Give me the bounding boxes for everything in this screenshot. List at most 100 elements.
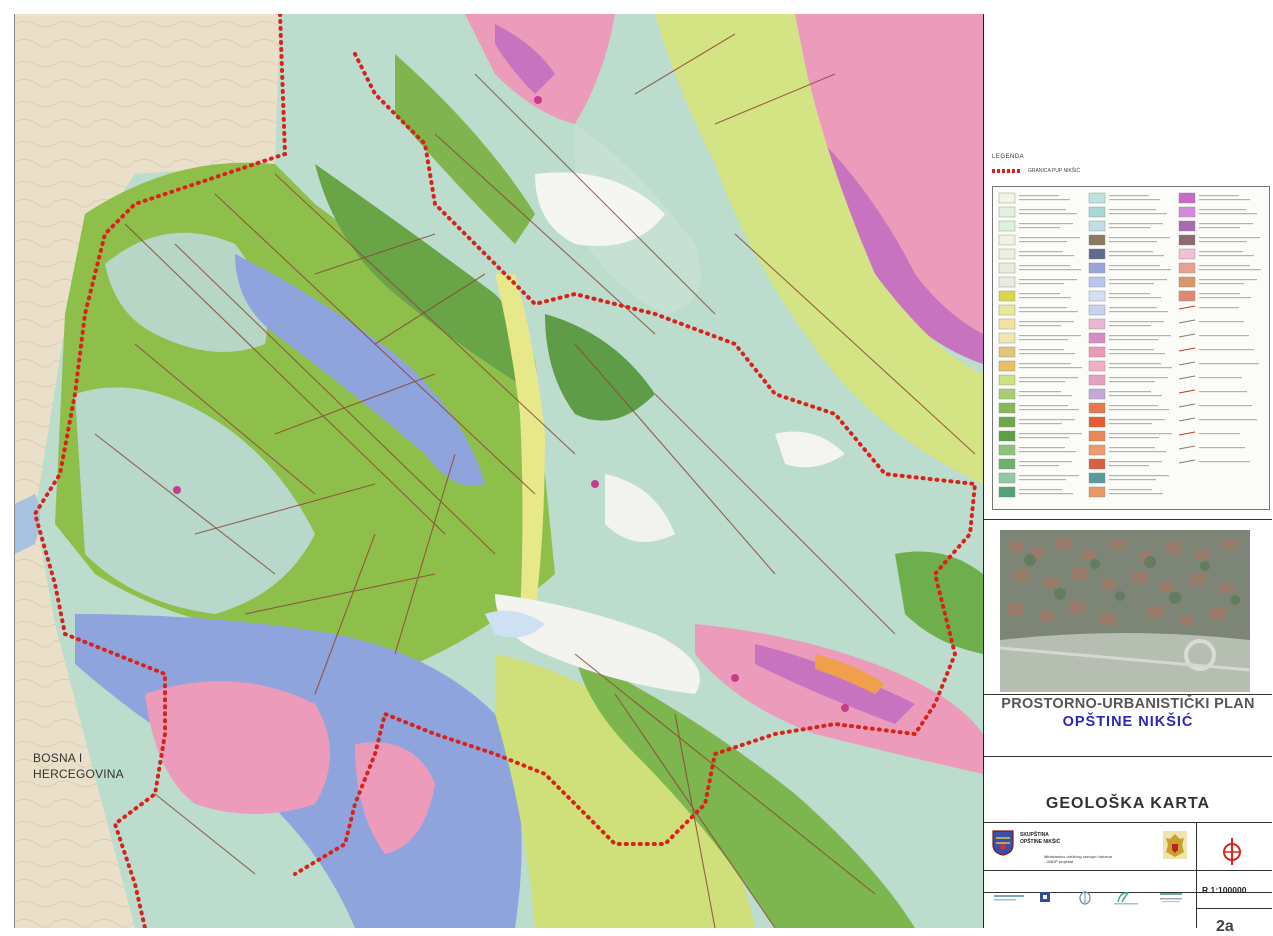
- legend-text-line: [1109, 367, 1172, 369]
- legend-text-line: [1109, 279, 1167, 281]
- legend-swatch: [998, 402, 1016, 414]
- legend-swatch: [1178, 206, 1196, 218]
- legend-swatch: [998, 332, 1016, 344]
- legend-text-line: [1019, 307, 1067, 309]
- legend-text-line: [1019, 353, 1075, 355]
- locality-marker: [591, 480, 599, 488]
- legend-text-line: [1199, 321, 1244, 323]
- legend-swatch: [1088, 290, 1106, 302]
- legend-text-line: [1019, 461, 1072, 463]
- zone-pale-inner-west: [75, 387, 315, 614]
- legend-text-line: [1109, 227, 1150, 229]
- legend-text-line: [1109, 363, 1161, 365]
- legend-swatch: [998, 388, 1016, 400]
- boundary-swatch: [992, 168, 1022, 173]
- legend-text-line: [1109, 311, 1168, 313]
- client-desc-line1: Ministarstvo održivog razvoja i turizma: [1044, 854, 1112, 859]
- partner-logo-icon: [994, 895, 1024, 901]
- legend-text-line: [1109, 223, 1163, 225]
- zone-magenta-northeast: [815, 134, 983, 364]
- legend-swatch: [998, 374, 1016, 386]
- zone-dark-green-2: [395, 54, 535, 244]
- town-photo: [1000, 530, 1250, 692]
- panel-divider: [1196, 908, 1272, 909]
- locality-marker: [534, 96, 542, 104]
- legend-swatch: [998, 290, 1016, 302]
- legend-text-line: [1109, 283, 1154, 285]
- legend-text-line: [1199, 391, 1247, 393]
- zone-alluvium-1: [495, 594, 700, 694]
- zone-yellow-green-northeast: [655, 14, 983, 484]
- legend-text-line: [1109, 423, 1152, 425]
- zone-alluvium-4: [775, 431, 845, 468]
- legend-text-line: [1019, 269, 1081, 271]
- legend-swatch: [998, 304, 1016, 316]
- legend-text-line: [1019, 311, 1078, 313]
- legend-text-line: [1019, 349, 1064, 351]
- legend-swatch: [998, 430, 1016, 442]
- legend-text-line: [1019, 255, 1074, 257]
- legend-swatch: [1088, 472, 1106, 484]
- legend-text-line: [1019, 363, 1071, 365]
- legend-text-line: [1109, 493, 1163, 495]
- legend-swatch: [1088, 402, 1106, 414]
- legend-swatch: [1088, 318, 1106, 330]
- legend-text-line: [1019, 339, 1068, 341]
- legend-swatch: [1088, 388, 1106, 400]
- legend-text-line: [1019, 451, 1076, 453]
- legend-text-line: [1199, 433, 1240, 435]
- legend-text-line: [1199, 283, 1244, 285]
- legend-text-line: [1019, 199, 1070, 201]
- legend-text-line: [1199, 297, 1251, 299]
- legend-text-line: [1109, 479, 1156, 481]
- legend-text-line: [1199, 241, 1247, 243]
- legend-text-line: [1199, 363, 1259, 365]
- legend-text-line: [1019, 423, 1062, 425]
- legend-text-line: [1019, 367, 1082, 369]
- legend-swatch: [998, 416, 1016, 428]
- plan-subtitle: OPŠTINE NIKŠIĆ: [1062, 714, 1194, 730]
- legend-box: [992, 186, 1270, 510]
- legend-swatch: [1178, 248, 1196, 260]
- legend-text-line: [1109, 395, 1162, 397]
- legend-text-line: [1019, 395, 1072, 397]
- north-arrow-icon: [1223, 838, 1241, 865]
- municipality-boundary: [32, 14, 978, 928]
- legend-text-line: [1019, 377, 1078, 379]
- legend-text-line: [1109, 339, 1158, 341]
- geological-map[interactable]: BOSNA I HERCEGOVINA: [14, 14, 983, 928]
- legend-text-line: [1199, 255, 1254, 257]
- legend-swatch: [998, 276, 1016, 288]
- legend-symbol: [1178, 431, 1196, 436]
- zone-dark-green-1: [315, 164, 537, 394]
- legend-text-line: [1109, 293, 1150, 295]
- legend-text-line: [1019, 493, 1073, 495]
- legend-swatch: [1088, 430, 1106, 442]
- legend-symbol: [1178, 445, 1196, 450]
- legend-text-line: [1019, 279, 1077, 281]
- legend-symbol: [1178, 375, 1196, 380]
- partner-logo-icon: [1114, 892, 1138, 905]
- legend-text-line: [1019, 479, 1066, 481]
- legend-text-line: [1019, 251, 1063, 253]
- legend-text-line: [1109, 335, 1171, 337]
- legend-swatch: [998, 318, 1016, 330]
- legend-swatch: [1178, 262, 1196, 274]
- legend-text-line: [1199, 265, 1250, 267]
- legend-text-line: [1109, 475, 1169, 477]
- zone-alluvium-3: [605, 474, 675, 542]
- sheet-number: 2a: [1216, 918, 1234, 935]
- legend-text-line: [1019, 433, 1082, 435]
- legend-swatch: [1088, 192, 1106, 204]
- legend-swatch: [998, 444, 1016, 456]
- legend-text-line: [1109, 209, 1156, 211]
- legend-text-line: [1199, 209, 1246, 211]
- country-label-line1: BOSNA I: [33, 751, 83, 765]
- plan-title-block: PROSTORNO-URBANISTIČKI PLAN OPŠTINE NIKŠ…: [984, 696, 1272, 730]
- legend-text-line: [1199, 213, 1257, 215]
- legend-text-line: [1109, 307, 1157, 309]
- legend-text-line: [1019, 325, 1061, 327]
- legend-text-line: [1019, 265, 1070, 267]
- locality-marker: [731, 674, 739, 682]
- legend-text-line: [1019, 437, 1069, 439]
